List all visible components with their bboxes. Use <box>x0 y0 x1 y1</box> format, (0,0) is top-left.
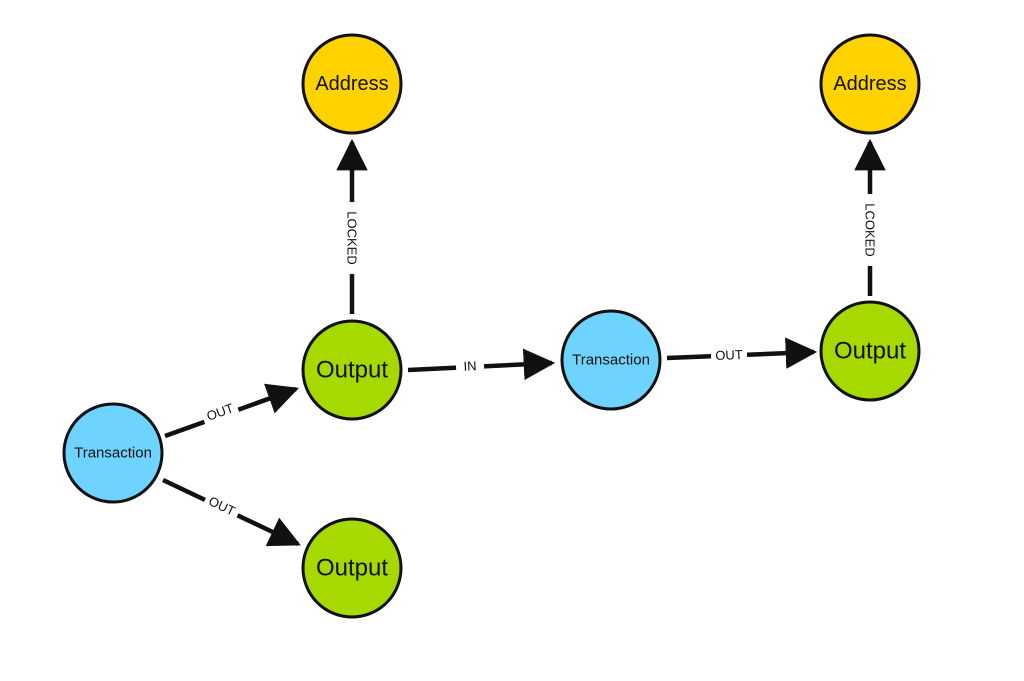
edge-label-locked: LOCKED <box>345 211 360 264</box>
edge-tx2-out-output3: OUT <box>666 337 818 369</box>
transaction-circle[interactable] <box>560 309 662 411</box>
output-circle[interactable] <box>301 319 403 421</box>
node-output[interactable]: Output <box>819 300 921 402</box>
address-circle[interactable] <box>301 33 403 135</box>
transaction-circle[interactable] <box>62 402 164 504</box>
node-label: Transaction <box>74 445 152 462</box>
node-label: Output <box>834 338 906 365</box>
edge-tx1-out-output1: OUT <box>164 383 299 439</box>
edge-output1-in-tx2: IN <box>407 348 556 381</box>
edge-tx1-out-output2: OUT <box>162 477 301 547</box>
output-circle[interactable] <box>301 517 403 619</box>
node-output[interactable]: Output <box>301 319 403 421</box>
output-circle[interactable] <box>819 300 921 402</box>
node-transaction[interactable]: Transaction <box>560 309 662 411</box>
node-label: Address <box>833 73 906 95</box>
edge-label-out: OUT <box>715 347 743 363</box>
node-label: Output <box>316 555 388 582</box>
edge-output3-lcoked-address2: LCOKED <box>854 138 886 296</box>
edge-output1-locked-address1: LOCKED <box>336 138 368 314</box>
address-circle[interactable] <box>819 33 921 135</box>
node-transaction[interactable]: Transaction <box>62 402 164 504</box>
node-address[interactable]: Address <box>819 33 921 135</box>
edge-label-in: IN <box>463 358 477 374</box>
node-label: Transaction <box>572 352 650 369</box>
node-output[interactable]: Output <box>301 517 403 619</box>
node-label: Address <box>315 73 388 95</box>
edge-label-lcoked: LCOKED <box>863 203 878 256</box>
node-address[interactable]: Address <box>301 33 403 135</box>
node-label: Output <box>316 357 388 384</box>
